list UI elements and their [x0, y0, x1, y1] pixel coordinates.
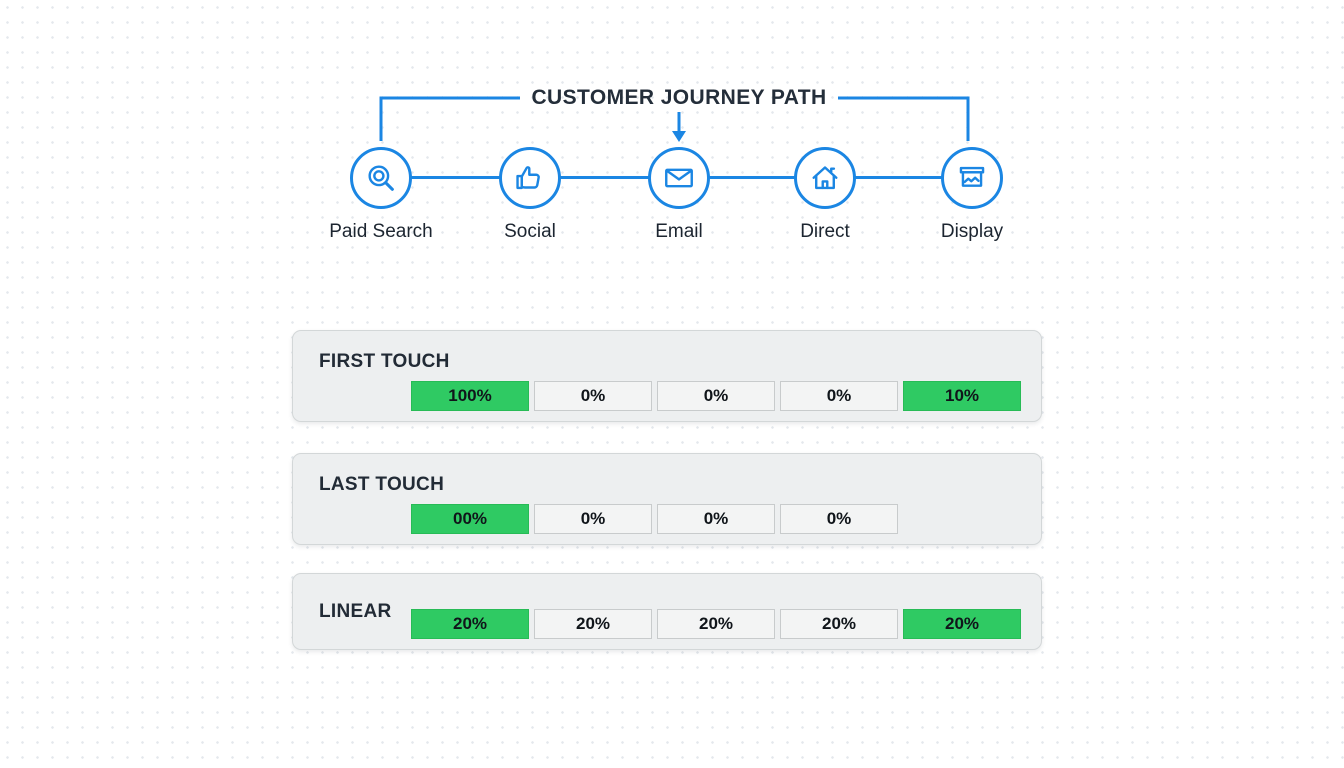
box-row: 20% 20% 20% 20% 20% — [411, 609, 1021, 639]
attribution-value-box: 20% — [657, 609, 775, 639]
attribution-value-box: 20% — [534, 609, 652, 639]
attribution-value-box: 0% — [534, 381, 652, 411]
node-label-paid-search: Paid Search — [329, 221, 433, 242]
attribution-value-box: 00% — [411, 504, 529, 534]
node-label-social: Social — [504, 221, 556, 242]
attribution-value-box: 0% — [657, 504, 775, 534]
attribution-value-box: 20% — [780, 609, 898, 639]
panel-last-touch: LAST TOUCH 00% 0% 0% 0% — [292, 453, 1042, 545]
attribution-value-box: 20% — [411, 609, 529, 639]
billboard-icon — [959, 166, 985, 187]
panel-label: LINEAR — [319, 601, 392, 622]
thumbs-up-icon — [516, 166, 540, 190]
attribution-value-box: 0% — [780, 381, 898, 411]
node-label-display: Display — [940, 221, 1004, 242]
panel-linear: LINEAR 20% 20% 20% 20% 20% — [292, 573, 1042, 650]
journey-node-direct — [794, 147, 856, 209]
attribution-value-box: 0% — [657, 381, 775, 411]
journey-node-paid-search — [350, 147, 412, 209]
node-label-direct: Direct — [800, 221, 850, 242]
journey-node-social — [499, 147, 561, 209]
attribution-value-box: 0% — [780, 504, 898, 534]
journey-node-email — [648, 147, 710, 209]
home-icon — [812, 166, 838, 190]
journey-node-display — [941, 147, 1003, 209]
panel-label: FIRST TOUCH — [319, 351, 450, 372]
attribution-value-box: 0% — [534, 504, 652, 534]
down-arrow-icon — [672, 112, 686, 142]
panel-first-touch: FIRST TOUCH 100% 0% 0% 0% 10% — [292, 330, 1042, 422]
box-row: 00% 0% 0% 0% — [411, 504, 898, 534]
attribution-value-box: 100% — [411, 381, 529, 411]
panel-label: LAST TOUCH — [319, 474, 445, 495]
envelope-icon — [665, 168, 693, 188]
box-row: 100% 0% 0% 0% 10% — [411, 381, 1021, 411]
node-label-email: Email — [655, 221, 703, 242]
attribution-value-box: 10% — [903, 381, 1021, 411]
attribution-value-box: 20% — [903, 609, 1021, 639]
magnifier-icon — [368, 165, 394, 191]
diagram-title: CUSTOMER JOURNEY PATH — [531, 86, 827, 109]
